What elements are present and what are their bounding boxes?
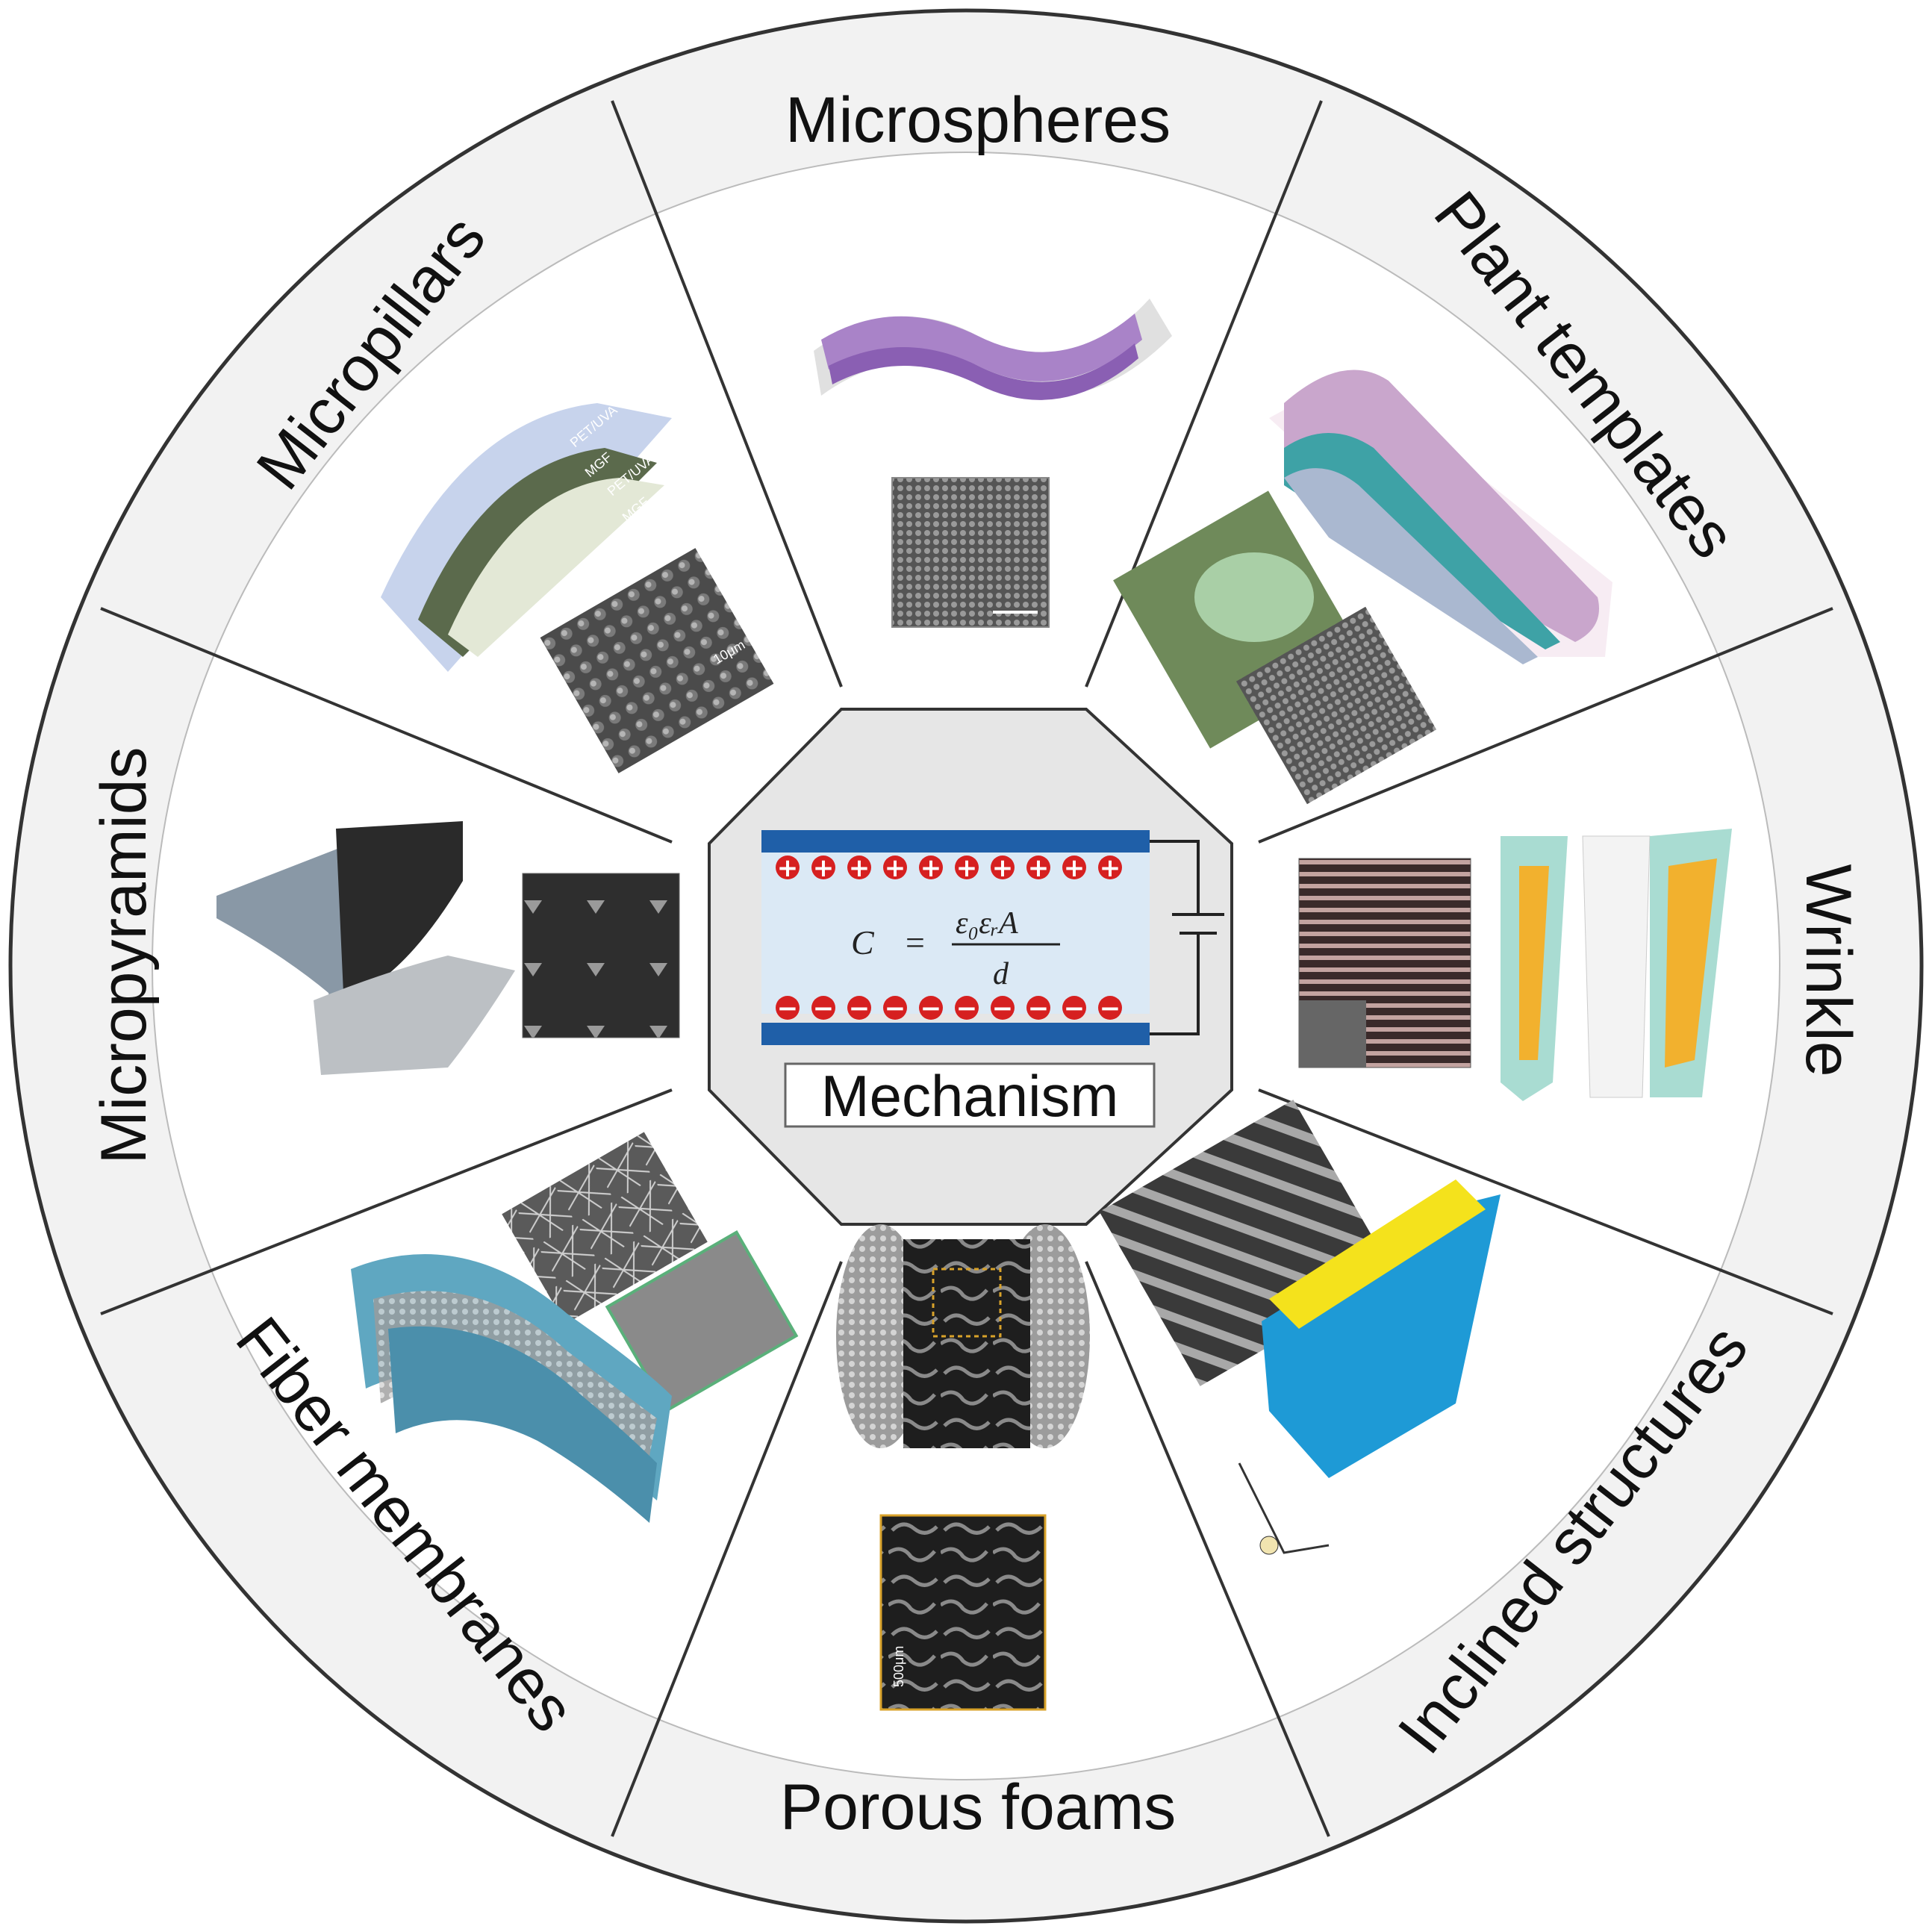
fiber-membranes-figure bbox=[351, 1132, 799, 1523]
micropyramids-figure bbox=[216, 821, 680, 1075]
positive-charge-symbol: + bbox=[992, 853, 1014, 883]
positive-charge-symbol: + bbox=[885, 853, 906, 883]
negative-charges: −−−−−−−−−− bbox=[776, 994, 1122, 1023]
negative-charge-marker bbox=[883, 996, 907, 1020]
positive-charge-marker bbox=[847, 856, 871, 879]
equation-lhs: C bbox=[851, 923, 875, 962]
microspheres-figure bbox=[814, 299, 1172, 628]
positive-charge-marker bbox=[883, 856, 907, 879]
positive-charge-marker bbox=[811, 856, 835, 879]
positive-charge-marker bbox=[1062, 856, 1086, 879]
positive-charge-symbol: + bbox=[777, 853, 799, 883]
wrinkle-figure bbox=[1298, 829, 1732, 1101]
positive-charge-marker bbox=[955, 856, 979, 879]
negative-charge-marker bbox=[811, 996, 835, 1020]
positive-charge-symbol: + bbox=[920, 853, 942, 883]
mechanism-label-box bbox=[784, 1062, 1156, 1128]
positive-charge-symbol: + bbox=[849, 853, 870, 883]
plant-templates-figure bbox=[1113, 370, 1612, 805]
negative-charge-symbol: − bbox=[849, 994, 870, 1023]
mechanism-label: Mechanism bbox=[821, 1063, 1119, 1129]
negative-charge-marker bbox=[847, 996, 871, 1020]
micropillars-figure: PET/UVA MGF PET/UVA MGF PET/UVA 10μm bbox=[381, 402, 774, 773]
inclined-structures-figure bbox=[1099, 1100, 1501, 1555]
bottom-electrode bbox=[761, 1023, 1150, 1045]
foam-scale: 500μm bbox=[891, 1646, 906, 1687]
battery-circuit bbox=[1150, 840, 1224, 1035]
positive-charge-marker bbox=[1026, 856, 1050, 879]
negative-charge-symbol: − bbox=[813, 994, 835, 1023]
label-porous-foams: Porous foams bbox=[780, 1771, 1177, 1843]
negative-charge-marker bbox=[776, 996, 800, 1020]
negative-charge-symbol: − bbox=[1064, 994, 1085, 1023]
positive-charges: + + + + + + + + + + bbox=[776, 853, 1122, 883]
label-micropyramids: Micropyramids bbox=[88, 747, 160, 1164]
label-microspheres: Microspheres bbox=[785, 84, 1171, 156]
negative-charge-marker bbox=[1062, 996, 1086, 1020]
negative-charge-symbol: − bbox=[1100, 994, 1121, 1023]
positive-charge-symbol: + bbox=[956, 853, 978, 883]
negative-charge-marker bbox=[1098, 996, 1122, 1020]
equation-denominator: d bbox=[993, 957, 1009, 991]
negative-charge-symbol: − bbox=[920, 994, 942, 1023]
negative-charge-symbol: − bbox=[777, 994, 799, 1023]
negative-charge-symbol: − bbox=[992, 994, 1014, 1023]
negative-charge-symbol: − bbox=[885, 994, 906, 1023]
label-wrinkle: Wrinkle bbox=[1792, 864, 1864, 1076]
negative-charge-marker bbox=[1026, 996, 1050, 1020]
negative-charge-marker bbox=[991, 996, 1015, 1020]
positive-charge-symbol: + bbox=[1064, 853, 1085, 883]
positive-charge-symbol: + bbox=[813, 853, 835, 883]
positive-charge-marker bbox=[776, 856, 800, 879]
positive-charge-symbol: + bbox=[1100, 853, 1121, 883]
segment-dividers bbox=[100, 100, 1833, 1837]
negative-charge-symbol: − bbox=[956, 994, 978, 1023]
negative-charge-symbol: − bbox=[1028, 994, 1050, 1023]
positive-charge-marker bbox=[991, 856, 1015, 879]
capacitor-diagram: ++++++++++ −−−−−−−−−− C = ε₀εᵣA d bbox=[761, 830, 1224, 1045]
porous-foams-figure: 500μm bbox=[836, 1224, 1090, 1711]
positive-charge-marker bbox=[919, 856, 943, 879]
negative-charge-marker bbox=[919, 996, 943, 1020]
top-electrode bbox=[761, 830, 1150, 853]
equation-equals: = bbox=[903, 923, 926, 962]
positive-charge-symbol: + bbox=[1028, 853, 1050, 883]
positive-charge-marker bbox=[1098, 856, 1122, 879]
equation-numerator: ε₀εᵣA bbox=[956, 906, 1018, 941]
negative-charge-marker bbox=[955, 996, 979, 1020]
